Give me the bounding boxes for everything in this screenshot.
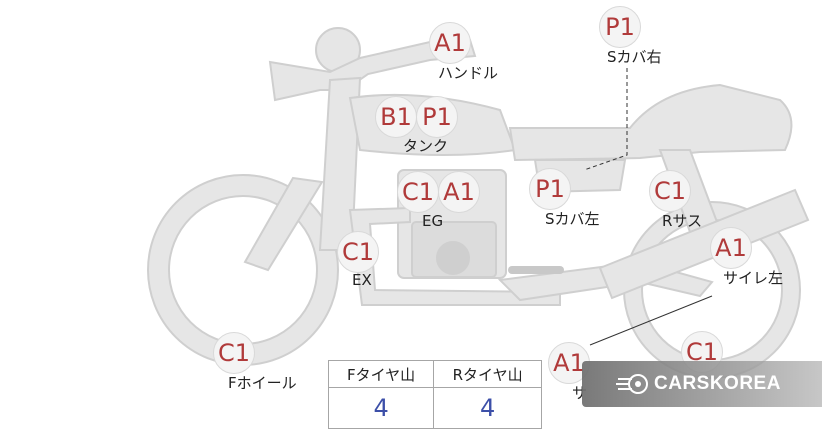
silencer <box>598 188 810 300</box>
grade-marker: B1 <box>375 96 417 138</box>
front-wheel-label: Fホイール <box>228 374 297 392</box>
grade-marker: C1 <box>213 332 255 374</box>
grade-marker: P1 <box>416 96 458 138</box>
engine-label: EG <box>422 212 444 230</box>
watermark: CARSKOREA <box>582 361 822 407</box>
grade-marker: C1 <box>337 231 379 273</box>
s-cover-left-label: Sカバ左 <box>545 210 600 228</box>
watermark-text: CARSKOREA <box>654 373 781 394</box>
exhaust-label: EX <box>352 271 372 289</box>
rear-suspension-label: Rサス <box>662 212 703 230</box>
carskorea-logo-icon <box>616 374 648 394</box>
tire-tread-table: Fタイヤ山 Rタイヤ山 4 4 <box>327 360 542 429</box>
front-fork <box>243 176 324 272</box>
engine-cover <box>436 241 470 275</box>
grade-marker: C1 <box>397 171 439 213</box>
seat <box>508 83 793 162</box>
grade-marker: A1 <box>438 171 480 213</box>
s-cover-right-label: Sカバ右 <box>607 48 662 66</box>
grade-marker: A1 <box>429 22 471 64</box>
front-tire-value: 4 <box>327 387 435 429</box>
grade-marker: A1 <box>710 227 752 269</box>
grade-marker: P1 <box>529 168 571 210</box>
tank-label: タンク <box>403 137 449 155</box>
grade-marker: C1 <box>649 170 691 212</box>
leader-s-cover-right <box>583 68 628 171</box>
silencer-left-label: サイレ左 <box>723 269 784 287</box>
rear-tire-header: Rタイヤ山 <box>433 360 542 388</box>
rear-tire-value: 4 <box>433 387 542 429</box>
handle-label: ハンドル <box>438 64 499 82</box>
grade-marker: P1 <box>599 6 641 48</box>
leader-silencer <box>589 295 713 346</box>
front-tire-header: Fタイヤ山 <box>327 360 435 388</box>
